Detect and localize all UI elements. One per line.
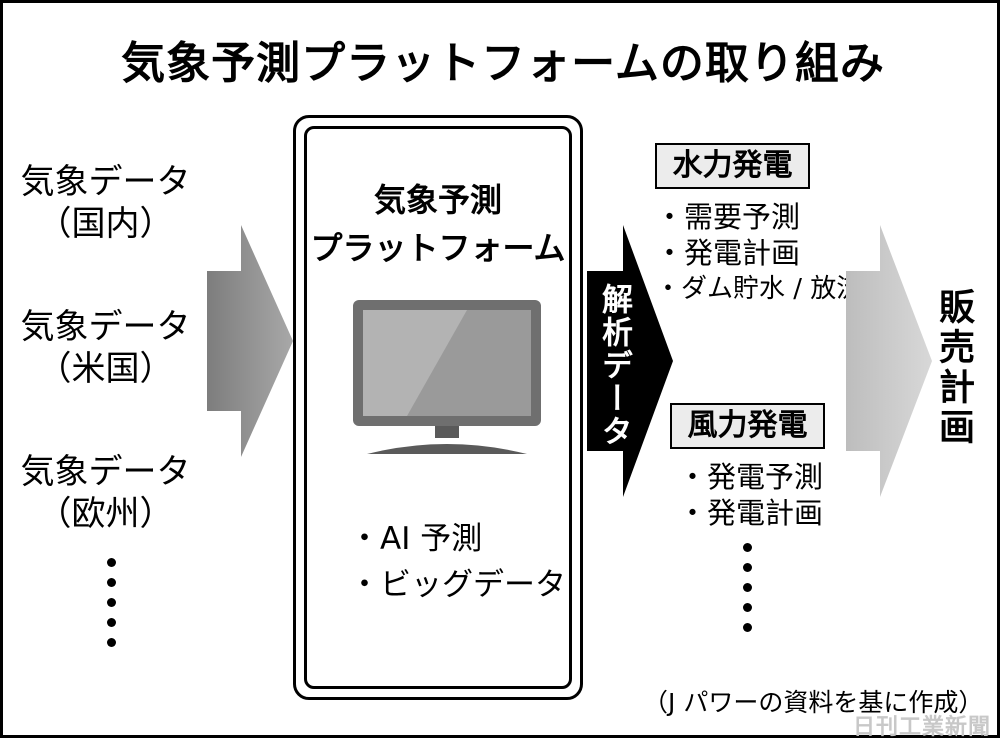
input-arrow: [207, 225, 293, 457]
diagram-title: 気象予測プラットフォームの取り組み: [121, 38, 885, 89]
source-domestic-label: 気象データ （国内）: [20, 162, 191, 244]
source-us-label: 気象データ （米国）: [20, 307, 191, 389]
analysis-label: 解析データ: [596, 283, 632, 448]
sales-arrow: [846, 225, 932, 497]
hydro-item-dam: ・ダム貯水 / 放流: [655, 274, 863, 304]
wind-item-forecast: ・発電予測: [678, 460, 824, 494]
analysis-arrow: [587, 225, 673, 497]
source-us: 気象データ （米国）: [13, 306, 198, 390]
source-europe-label: 気象データ （欧州）: [20, 452, 191, 534]
source-domestic: 気象データ （国内）: [13, 161, 198, 245]
sales-plan-label: 販売計画: [933, 288, 974, 448]
source-note: （J パワーの資料を基に作成）: [643, 688, 984, 717]
wind-power-box: 風力発電: [670, 403, 825, 449]
wind-item-plan: ・発電計画: [678, 496, 824, 530]
source-continuation-dots: [105, 558, 117, 647]
hydro-item-plan: ・発電計画: [655, 236, 801, 270]
platform-title-line1: 気象予測: [373, 181, 502, 219]
hydro-power-box: 水力発電: [655, 143, 810, 189]
platform-box: 気象予測 プラットフォーム ・AI 予測 ・ビッグデータ: [293, 115, 583, 700]
output-continuation-dots: [741, 543, 753, 632]
monitor-icon: [353, 300, 541, 454]
source-europe: 気象データ （欧州）: [13, 451, 198, 535]
platform-feature-ai: ・AI 予測: [349, 521, 483, 557]
platform-inner-box: 気象予測 プラットフォーム ・AI 予測 ・ビッグデータ: [304, 126, 572, 689]
platform-title-line2: プラットフォーム: [310, 229, 566, 267]
hydro-item-demand: ・需要予測: [655, 200, 801, 234]
platform-feature-bigdata: ・ビッグデータ: [349, 567, 566, 603]
publisher-logo: 日刊工業新聞: [852, 715, 991, 740]
